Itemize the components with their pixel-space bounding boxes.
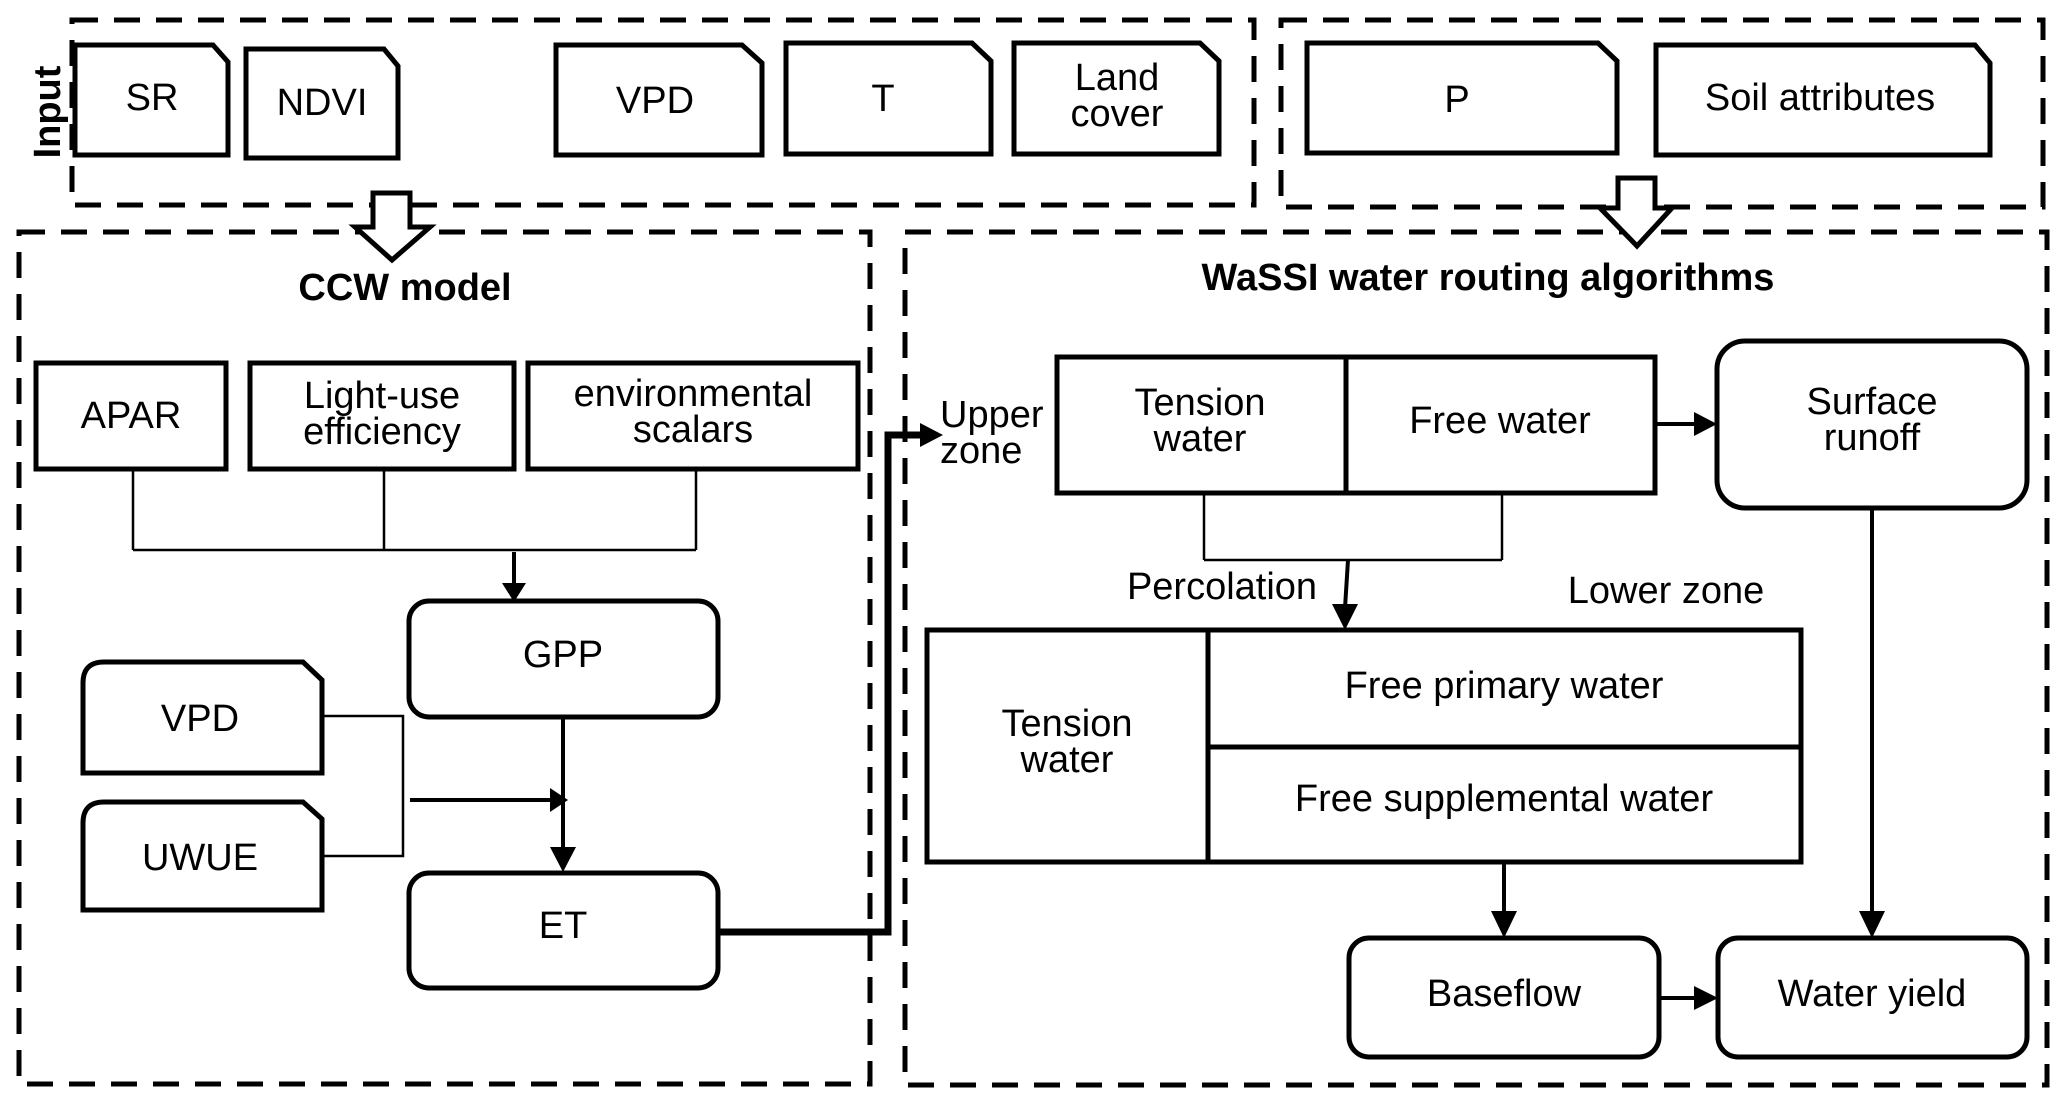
label-line: Tension — [1135, 382, 1266, 424]
box-ccw-vpd: VPD — [80, 659, 325, 776]
arrowhead-side-icon — [550, 788, 568, 812]
box-baseflow: Baseflow — [1346, 935, 1662, 1060]
input-box-vpd: VPD — [553, 42, 765, 158]
connector-top-row — [131, 469, 698, 552]
label-line: NDVI — [277, 82, 368, 124]
svg-text:GPP: GPP — [523, 634, 603, 676]
svg-text:ET: ET — [539, 905, 588, 947]
arrowhead-baseflow-icon — [1491, 911, 1517, 938]
box-apar: APAR — [33, 360, 229, 472]
label-line: Soil attributes — [1705, 77, 1935, 119]
label-line: Land — [1075, 57, 1160, 99]
input-box-t: T — [783, 40, 994, 157]
label-line: scalars — [633, 409, 753, 451]
hollow-arrow-to-wassi-icon — [1594, 175, 1678, 250]
svg-text:Baseflow: Baseflow — [1427, 973, 1582, 1015]
percolation-label: Percolation — [1127, 566, 1317, 608]
lower-zone-label: Lower zone — [1568, 570, 1764, 612]
label-line: VPD — [616, 80, 694, 122]
input-box-soil-attributes: Soil attributes — [1653, 42, 1993, 158]
arrowhead-yield-side-icon — [1694, 986, 1718, 1010]
input-label: Input — [27, 65, 69, 158]
arrowhead-upper-zone-icon — [920, 423, 943, 447]
arrowhead-to-et-icon — [550, 847, 576, 872]
svg-text:APAR: APAR — [81, 395, 182, 437]
input-label-soil-attributes: Soil attributes — [1705, 77, 1935, 119]
label-line: ET — [539, 905, 588, 947]
label-line: Baseflow — [1427, 973, 1582, 1015]
label-line: runoff — [1824, 417, 1921, 459]
label-line: Water yield — [1778, 973, 1967, 1015]
input-box-ndvi: NDVI — [243, 46, 401, 161]
arrowhead-water-yield-icon — [1859, 911, 1885, 938]
label-line: water — [1020, 739, 1114, 781]
box-uwue: UWUE — [80, 799, 325, 913]
box-et: ET — [406, 870, 721, 991]
label-line: efficiency — [303, 411, 461, 453]
label-line: Light-use — [304, 375, 460, 417]
label-line: environmental — [574, 373, 813, 415]
svg-text:UWUE: UWUE — [142, 837, 258, 879]
label-line: Free supplemental water — [1295, 778, 1714, 820]
wassi-title: WaSSI water routing algorithms — [1202, 257, 1775, 299]
arrowhead-surface-icon — [1694, 412, 1717, 436]
label-line: cover — [1071, 93, 1164, 135]
free-supplemental-water: Free supplemental water — [1295, 778, 1714, 820]
input-group-right — [1278, 17, 2046, 210]
box-water-yield: Water yield — [1715, 935, 2030, 1060]
input-label-vpd: VPD — [616, 80, 694, 122]
label-line: P — [1444, 79, 1469, 121]
connector-vpd-uwue — [322, 714, 405, 858]
input-label-ndvi: NDVI — [277, 82, 368, 124]
upper-free-water: Free water — [1409, 400, 1591, 442]
label-line: Upper — [940, 394, 1044, 436]
arrowhead-percolation-icon — [1332, 604, 1358, 630]
label-line: Tension — [1002, 703, 1133, 745]
connector-percolation-down — [1343, 559, 1350, 609]
label-line: Free water — [1409, 400, 1591, 442]
label-line: Free primary water — [1345, 665, 1664, 707]
ccw-model-group — [16, 229, 873, 1087]
label-line: VPD — [161, 698, 239, 740]
label-line: water — [1153, 418, 1247, 460]
box-gpp: GPP — [406, 598, 721, 720]
label-line: T — [871, 78, 894, 120]
arrowhead-to-gpp-icon — [502, 583, 526, 602]
label-line: zone — [940, 430, 1022, 472]
svg-text:VPD: VPD — [161, 698, 239, 740]
connector-percolation — [1202, 493, 1504, 562]
wassi-group — [902, 229, 2050, 1088]
input-box-p: P — [1304, 40, 1620, 156]
input-label-p: P — [1444, 79, 1469, 121]
input-box-sr: SR — [72, 42, 231, 158]
label-line: APAR — [81, 395, 182, 437]
connector-et-upper-zone — [718, 431, 925, 936]
svg-text:Water yield: Water yield — [1778, 973, 1967, 1015]
hollow-arrow-to-ccw-icon — [348, 190, 437, 264]
label-line: UWUE — [142, 837, 258, 879]
input-label-t: T — [871, 78, 894, 120]
ccw-title: CCW model — [298, 267, 511, 309]
label-line: SR — [126, 77, 179, 119]
input-label-sr: SR — [126, 77, 179, 119]
free-primary-water: Free primary water — [1345, 665, 1664, 707]
label-line: Surface — [1807, 381, 1938, 423]
input-group-left — [69, 17, 1257, 208]
label-line: GPP — [523, 634, 603, 676]
